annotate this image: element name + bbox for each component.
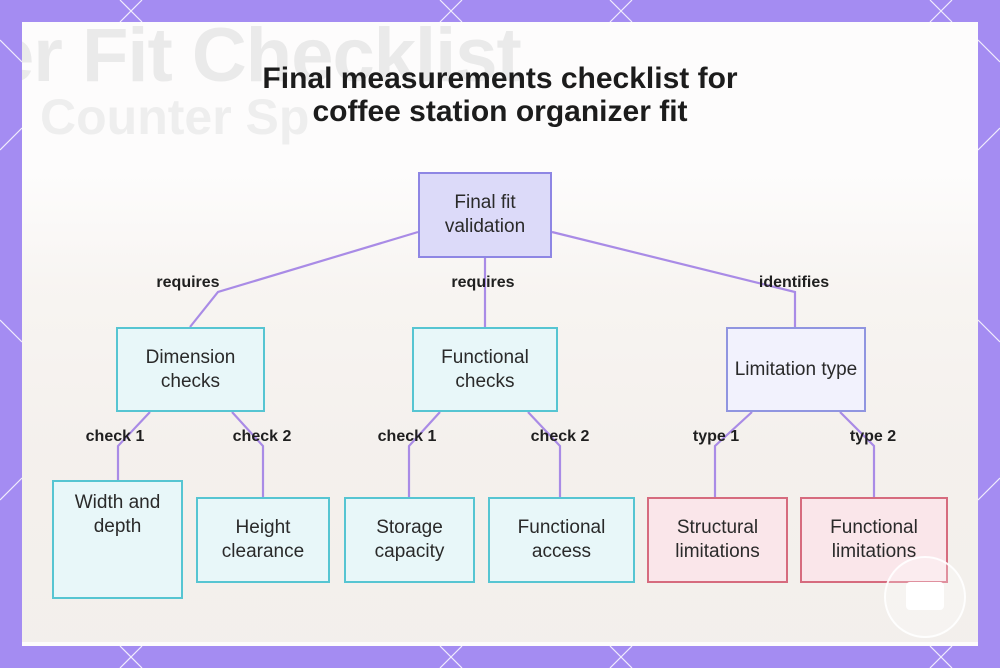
- edge-label-check-2-b: check 2: [531, 428, 590, 446]
- node-dimension-checks: Dimension checks: [116, 327, 265, 412]
- edge-dimension-height: [232, 412, 263, 497]
- node-functional-access: Functional access: [488, 497, 635, 583]
- edge-dimension-width: [118, 412, 150, 480]
- edge-label-type-2: type 2: [850, 428, 896, 446]
- edge-functional-access: [528, 412, 560, 497]
- plug-icon: [884, 556, 966, 638]
- edge-label-check-1-a: check 1: [86, 428, 145, 446]
- edge-label-identifies: identifies: [759, 274, 829, 292]
- edge-limitation-structural: [715, 412, 752, 497]
- node-limitation-type: Limitation type: [726, 327, 866, 412]
- edge-label-requires-1: requires: [156, 274, 219, 292]
- edge-label-check-2-a: check 2: [233, 428, 292, 446]
- node-height-clearance: Height clearance: [196, 497, 330, 583]
- node-functional-checks: Functional checks: [412, 327, 558, 412]
- edge-label-requires-2: requires: [451, 274, 514, 292]
- edge-limitation-func: [840, 412, 874, 497]
- edge-label-check-1-b: check 1: [378, 428, 437, 446]
- node-final-fit-validation: Final fit validation: [418, 172, 552, 258]
- edge-functional-storage: [409, 412, 440, 497]
- node-structural-limitations: Structural limitations: [647, 497, 788, 583]
- edge-root-dimension: [190, 232, 418, 327]
- edge-label-type-1: type 1: [693, 428, 739, 446]
- node-width-and-depth: Width and depth: [52, 480, 183, 599]
- node-storage-capacity: Storage capacity: [344, 497, 475, 583]
